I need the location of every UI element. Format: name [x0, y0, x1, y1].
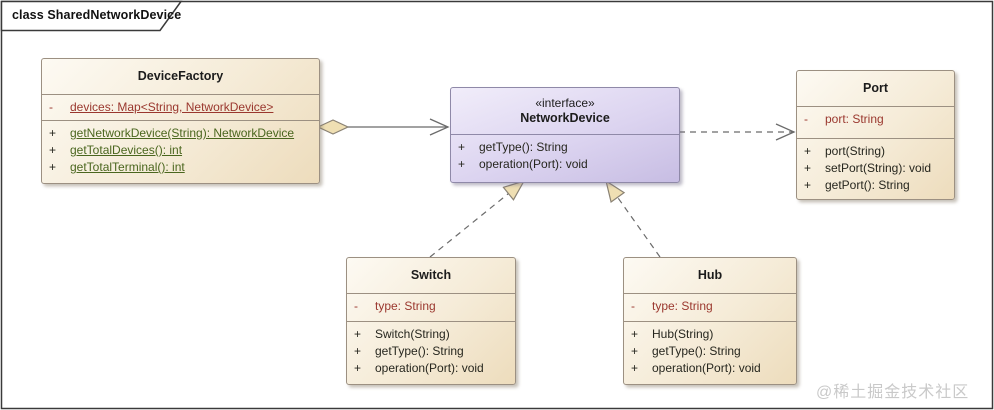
visibility-symbol: +	[49, 143, 57, 157]
class-operation: + getTotalDevices(): int	[42, 142, 319, 159]
visibility-symbol: +	[354, 361, 362, 375]
visibility-symbol: +	[804, 161, 812, 175]
operation-text: operation(Port): void	[375, 361, 484, 375]
visibility-symbol: -	[804, 112, 808, 126]
diagram-title-tab	[0, 0, 183, 32]
class-name: NetworkDevice	[520, 111, 610, 125]
operation-text: port(String)	[825, 144, 886, 158]
operations-compartment: + getNetworkDevice(String): NetworkDevic…	[42, 120, 319, 183]
visibility-symbol: +	[49, 160, 57, 174]
operations-compartment: + getType(): String + operation(Port): v…	[451, 134, 679, 182]
class-box-devicefactory: DeviceFactory - devices: Map<String, Net…	[41, 58, 320, 184]
realization-connector-hub	[605, 179, 661, 258]
attribute-text: type: String	[375, 299, 436, 313]
attributes-compartment: - port: String	[797, 106, 954, 138]
visibility-symbol: +	[458, 140, 466, 154]
operation-text: setPort(String): void	[825, 161, 932, 175]
class-operation: + getType(): String	[624, 343, 796, 360]
diagram-title: class SharedNetworkDevice	[12, 8, 182, 22]
operation-text: operation(Port): void	[479, 157, 588, 171]
attributes-compartment: - type: String	[347, 293, 515, 321]
class-name: DeviceFactory	[137, 69, 224, 83]
class-operation: + getNetworkDevice(String): NetworkDevic…	[42, 125, 319, 142]
class-box-switch: Switch - type: String + Switch(String) +…	[346, 257, 516, 385]
visibility-symbol: +	[458, 157, 466, 171]
class-attribute: - port: String	[797, 111, 954, 128]
operation-text: getType(): String	[479, 140, 568, 154]
visibility-symbol: +	[631, 361, 639, 375]
operation-text: Switch(String)	[375, 327, 450, 341]
visibility-symbol: -	[49, 100, 53, 114]
attribute-text: devices: Map<String, NetworkDevice>	[70, 100, 274, 114]
class-name: Switch	[410, 268, 452, 282]
visibility-symbol: +	[49, 126, 57, 140]
visibility-symbol: +	[354, 344, 362, 358]
class-operation: + Switch(String)	[347, 326, 515, 343]
attribute-text: type: String	[652, 299, 713, 313]
operations-compartment: + Switch(String) + getType(): String + o…	[347, 321, 515, 384]
visibility-symbol: +	[354, 327, 362, 341]
stereotype-label: «interface»	[535, 96, 595, 110]
realization-connector-switch	[429, 179, 526, 258]
class-name: Port	[863, 81, 888, 95]
visibility-symbol: +	[631, 327, 639, 341]
class-header: Switch	[347, 258, 515, 293]
visibility-symbol: -	[631, 299, 635, 313]
class-operation: + port(String)	[797, 143, 954, 160]
visibility-symbol: +	[804, 144, 812, 158]
class-operation: + getType(): String	[451, 139, 679, 156]
class-operation: + getTotalTerminal(): int	[42, 159, 319, 176]
class-attribute: - type: String	[347, 298, 515, 315]
visibility-symbol: +	[631, 344, 639, 358]
class-box-hub: Hub - type: String + Hub(String) + getTy…	[623, 257, 797, 385]
operation-text: Hub(String)	[652, 327, 714, 341]
class-operation: + getType(): String	[347, 343, 515, 360]
attributes-compartment: - type: String	[624, 293, 796, 321]
class-box-port: Port - port: String + port(String) + set…	[796, 70, 955, 200]
operation-text: getType(): String	[652, 344, 741, 358]
class-attribute: - type: String	[624, 298, 796, 315]
operation-text: getType(): String	[375, 344, 464, 358]
class-operation: + operation(Port): void	[451, 156, 679, 173]
operation-text: operation(Port): void	[652, 361, 761, 375]
class-operation: + setPort(String): void	[797, 160, 954, 177]
class-name: Hub	[697, 268, 723, 282]
operations-compartment: + port(String) + setPort(String): void +…	[797, 138, 954, 199]
class-header: DeviceFactory	[42, 59, 319, 94]
class-attribute: - devices: Map<String, NetworkDevice>	[42, 99, 319, 116]
class-operation: + getPort(): String	[797, 177, 954, 194]
interface-box-networkdevice: «interface» NetworkDevice + getType(): S…	[450, 87, 680, 183]
attributes-compartment: - devices: Map<String, NetworkDevice>	[42, 94, 319, 120]
class-header: Port	[797, 71, 954, 106]
visibility-symbol: +	[804, 178, 812, 192]
class-header: «interface» NetworkDevice	[451, 88, 679, 134]
operation-text: getPort(): String	[825, 178, 910, 192]
attribute-text: port: String	[825, 112, 884, 126]
operation-text: getNetworkDevice(String): NetworkDevice	[70, 126, 295, 140]
operation-text: getTotalDevices(): int	[70, 143, 183, 157]
watermark-text: @稀土掘金技术社区	[816, 384, 970, 401]
class-operation: + operation(Port): void	[347, 360, 515, 377]
class-header: Hub	[624, 258, 796, 293]
class-operation: + Hub(String)	[624, 326, 796, 343]
class-operation: + operation(Port): void	[624, 360, 796, 377]
aggregation-diamond	[316, 119, 350, 135]
operations-compartment: + Hub(String) + getType(): String + oper…	[624, 321, 796, 384]
visibility-symbol: -	[354, 299, 358, 313]
operation-text: getTotalTerminal(): int	[70, 160, 185, 174]
